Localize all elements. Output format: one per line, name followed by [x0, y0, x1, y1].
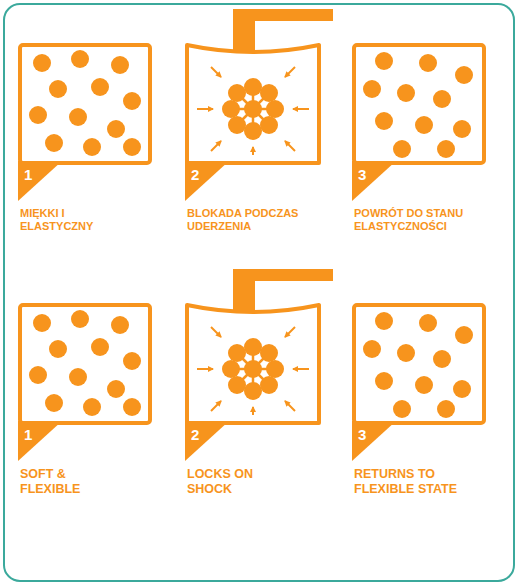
panel-outline — [187, 45, 319, 163]
particles — [197, 327, 309, 415]
effect-panel: 3RETURNS TO FLEXIBLE STATE — [354, 305, 484, 423]
panel-art — [18, 305, 150, 461]
particles — [197, 67, 309, 155]
hammer-handle — [233, 9, 333, 21]
outer-frame — [4, 4, 514, 581]
particles — [363, 312, 473, 418]
step-number: 2 — [191, 167, 199, 182]
particles — [363, 52, 473, 158]
panel-outline — [354, 305, 484, 423]
number-tab — [18, 421, 62, 461]
step-number: 1 — [24, 427, 32, 442]
number-tab — [185, 161, 229, 201]
panel-art — [352, 305, 484, 461]
step-caption: BLOKADA PODCZAS UDERZENIA — [187, 207, 309, 233]
effect-panel: 3POWRÓT DO STANU ELASTYCZNOŚCI — [354, 45, 484, 163]
panel-art — [185, 9, 333, 201]
step-caption: SOFT & FLEXIBLE — [20, 467, 102, 497]
panel-outline — [20, 305, 150, 423]
particles — [29, 310, 141, 416]
panel-outline — [354, 45, 484, 163]
effect-panel: 2LOCKS ON SHOCK — [187, 305, 319, 423]
step-number: 3 — [358, 427, 366, 442]
number-tab — [18, 161, 62, 201]
particles — [29, 50, 141, 156]
step-number: 3 — [358, 167, 366, 182]
panel-outline — [20, 45, 150, 163]
step-caption: POWRÓT DO STANU ELASTYCZNOŚCI — [354, 207, 494, 233]
panel-art — [352, 45, 484, 201]
hammer-handle — [233, 269, 333, 281]
number-tab — [185, 421, 229, 461]
step-caption: MIĘKKI I ELASTYCZNY — [20, 207, 132, 233]
number-tab — [352, 161, 396, 201]
panel-outline — [187, 305, 319, 423]
step-number: 2 — [191, 427, 199, 442]
step-caption: LOCKS ON SHOCK — [187, 467, 269, 497]
panel-art — [18, 45, 150, 201]
panel-art — [185, 269, 333, 461]
effect-panel: 2BLOKADA PODCZAS UDERZENIA — [187, 45, 319, 163]
number-tab — [352, 421, 396, 461]
effect-panel: 1SOFT & FLEXIBLE — [20, 305, 150, 423]
step-number: 1 — [24, 167, 32, 182]
step-caption: RETURNS TO FLEXIBLE STATE — [354, 467, 484, 497]
effect-panel: 1MIĘKKI I ELASTYCZNY — [20, 45, 150, 163]
